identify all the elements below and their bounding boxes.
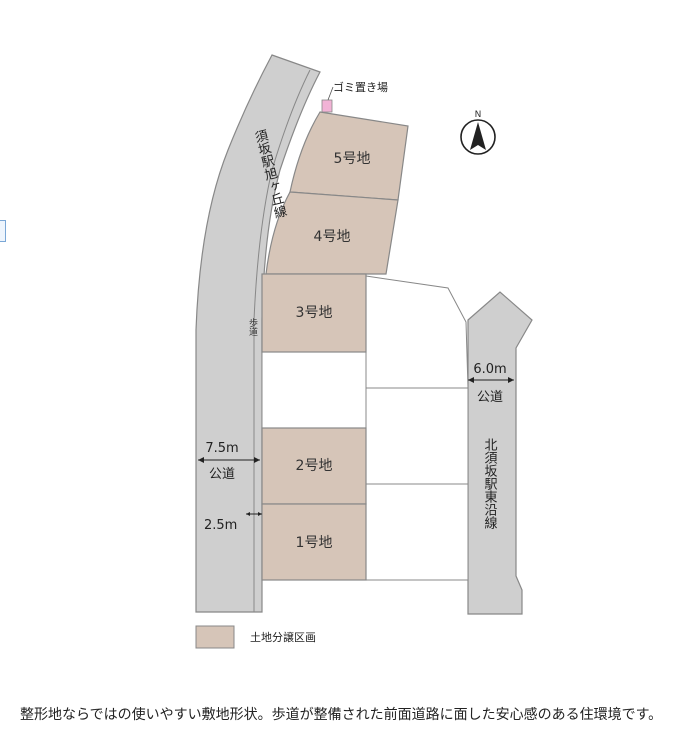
lot-3[interactable] bbox=[261, 273, 367, 353]
east-road-type: 公道 bbox=[477, 390, 503, 405]
garbage-area bbox=[321, 99, 333, 113]
legend-swatch bbox=[195, 625, 235, 649]
garbage-label: ゴミ置き場 bbox=[333, 80, 388, 94]
dim-arrow-right bbox=[254, 457, 260, 463]
north-label: N bbox=[475, 110, 482, 120]
dim-arrow-left bbox=[198, 457, 204, 463]
east-road bbox=[467, 291, 533, 615]
description-text: 整形地ならではの使いやすい敷地形状。歩道が整備された前面道路に面した安心感のある… bbox=[20, 707, 663, 723]
legend-label: 土地分譲区画 bbox=[250, 630, 316, 644]
west-road bbox=[195, 54, 321, 613]
east-road-name: 北須坂駅東沿線 bbox=[482, 438, 498, 529]
parcel-west-mid bbox=[261, 349, 367, 429]
sidewalk-arrow-left bbox=[246, 512, 250, 516]
lot-3-label: 3号地 bbox=[296, 305, 333, 321]
site-plan-map: 5号地 4号地 3号地 2号地 1号地 ゴミ置き場 N 須坂駅旭ヶ丘線 歩道 7… bbox=[195, 54, 533, 649]
lot-2-label: 2号地 bbox=[296, 458, 333, 474]
east-dim-arrow-left bbox=[468, 377, 474, 383]
lot-2[interactable] bbox=[261, 427, 367, 505]
lot-1[interactable] bbox=[261, 503, 367, 581]
north-arrow-icon: N bbox=[460, 110, 496, 155]
lot-1-label: 1号地 bbox=[296, 535, 333, 551]
east-dim-arrow-right bbox=[508, 377, 514, 383]
sidewalk-label: 歩道 bbox=[247, 317, 258, 337]
east-road-width: 6.0m bbox=[473, 362, 506, 377]
sidewalk-width: 2.5m bbox=[204, 518, 237, 533]
west-road-type: 公道 bbox=[209, 467, 235, 482]
parcel-east-mid bbox=[365, 387, 469, 485]
parcel-east-low bbox=[365, 483, 469, 581]
lot-4-label: 4号地 bbox=[314, 229, 351, 245]
west-road-width: 7.5m bbox=[205, 441, 238, 456]
parcel-east-top bbox=[365, 275, 469, 389]
garbage-leader bbox=[327, 86, 334, 101]
edge-tab[interactable] bbox=[0, 220, 6, 242]
sidewalk-arrow-right bbox=[258, 512, 262, 516]
lot-5-label: 5号地 bbox=[334, 151, 371, 167]
sidewalk-line bbox=[253, 69, 311, 612]
